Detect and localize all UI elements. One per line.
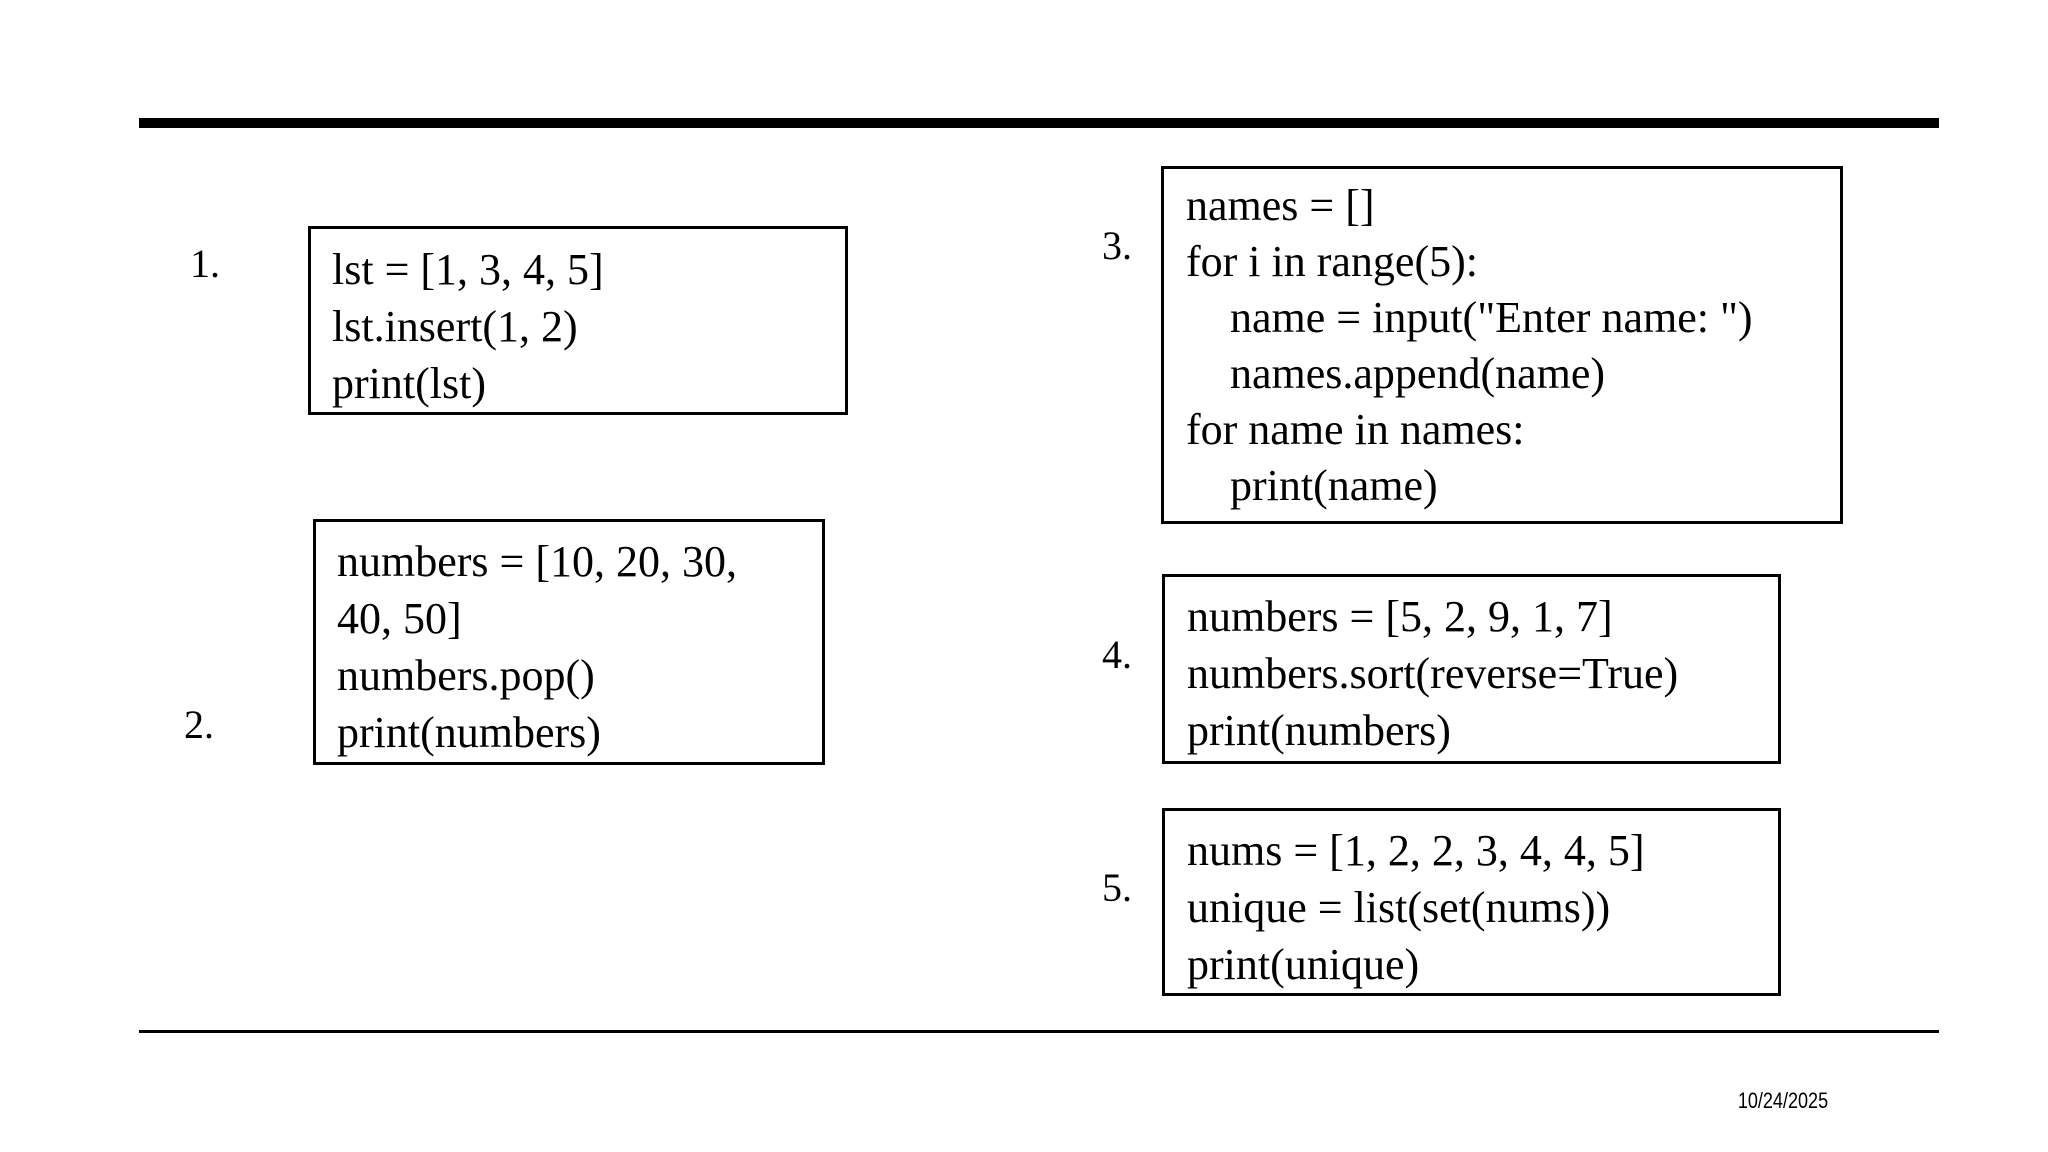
- code-box-5: nums = [1, 2, 2, 3, 4, 4, 5] unique = li…: [1162, 808, 1781, 996]
- code-line: lst = [1, 3, 4, 5]: [332, 245, 604, 294]
- code-box-4: numbers = [5, 2, 9, 1, 7] numbers.sort(r…: [1162, 574, 1781, 764]
- problem-1-label: 1.: [190, 241, 220, 286]
- code-line: print(numbers): [1187, 706, 1451, 755]
- code-line: for name in names:: [1186, 405, 1525, 454]
- code-line: nums = [1, 2, 2, 3, 4, 4, 5]: [1187, 826, 1645, 875]
- code-box-2: numbers = [10, 20, 30, 40, 50] numbers.p…: [313, 519, 825, 765]
- code-line: print(unique): [1187, 940, 1420, 989]
- code-line: numbers = [5, 2, 9, 1, 7]: [1187, 592, 1613, 641]
- problem-2-label: 2.: [184, 702, 214, 747]
- code-line: 40, 50]: [337, 594, 462, 643]
- code-line: unique = list(set(nums)): [1187, 883, 1611, 932]
- top-divider: [139, 118, 1939, 128]
- code-line: print(name): [1186, 461, 1438, 510]
- bottom-divider: [139, 1030, 1939, 1033]
- code-box-3: names = [] for i in range(5): name = inp…: [1161, 166, 1843, 524]
- code-line: names.append(name): [1186, 349, 1606, 398]
- code-line: lst.insert(1, 2): [332, 302, 578, 351]
- code-line: print(numbers): [337, 708, 601, 757]
- problem-5-label: 5.: [1102, 865, 1132, 910]
- slide-date: 10/24/2025: [1737, 1088, 1828, 1113]
- code-box-1: lst = [1, 3, 4, 5] lst.insert(1, 2) prin…: [308, 226, 848, 415]
- code-line: print(lst): [332, 359, 486, 408]
- code-line: name = input("Enter name: "): [1186, 293, 1753, 342]
- code-line: numbers = [10, 20, 30,: [337, 537, 737, 586]
- code-line: names = []: [1186, 181, 1375, 230]
- code-line: numbers.pop(): [337, 651, 595, 700]
- problem-4-label: 4.: [1102, 632, 1132, 677]
- problem-3-label: 3.: [1102, 223, 1132, 268]
- code-line: numbers.sort(reverse=True): [1187, 649, 1679, 698]
- code-line: for i in range(5):: [1186, 237, 1478, 286]
